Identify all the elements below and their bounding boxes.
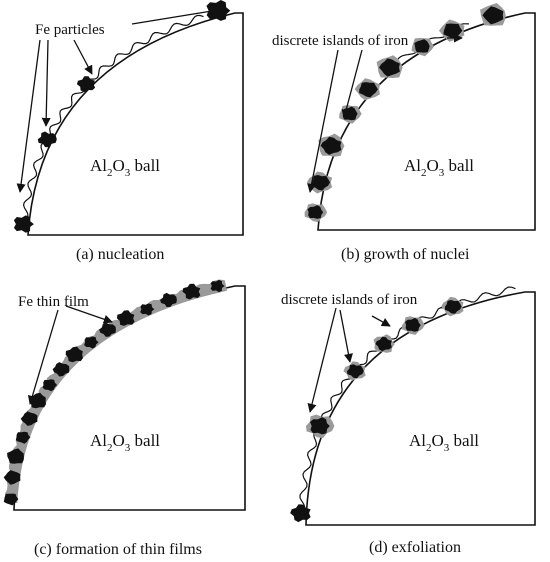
wavy-link-a (22, 14, 204, 222)
arrow-b1 (307, 49, 339, 193)
surface-marks (3, 0, 516, 523)
arrow-a4 (73, 39, 93, 75)
fe-particle-c15 (182, 283, 201, 300)
arrows (16, 6, 463, 413)
fe-particle-a3 (76, 76, 96, 93)
ball-label-b: Al2O3 ball (404, 156, 474, 179)
callout-a: Fe particles (35, 22, 105, 38)
callout-d: discrete islands of iron (281, 292, 418, 308)
arrow-d1 (307, 307, 337, 413)
fe-particle-c4 (15, 431, 31, 444)
caption-b: (b) growth of nuclei (341, 246, 470, 263)
fe-island-d3 (375, 336, 392, 352)
ball-outline-a (27, 12, 244, 236)
fe-island-d1 (310, 417, 330, 435)
fe-particle-c9 (65, 346, 83, 363)
callout-b: discrete islands of iron (272, 33, 409, 49)
panel-a (27, 12, 244, 236)
fe-island-d4 (405, 317, 421, 332)
fe-particle-c3 (7, 448, 24, 464)
fe-particle-c2 (3, 470, 21, 485)
fe-particle-a1 (13, 215, 34, 233)
fe-island-b6 (379, 58, 400, 77)
arrow-d2 (339, 309, 353, 363)
panel-d (305, 291, 536, 526)
fe-particle-c10 (84, 336, 99, 349)
fe-island-b3 (320, 136, 342, 155)
arrow-a3 (41, 39, 51, 127)
arrow-a1 (131, 6, 219, 25)
fe-island-d5 (445, 300, 462, 314)
arrow-a2 (16, 39, 41, 193)
fe-particle-c12 (116, 310, 135, 326)
fe-island-b5 (359, 82, 378, 98)
ball-outline-d (305, 291, 536, 526)
fe-particle-c13 (140, 303, 155, 316)
ball-label-d: Al2O3 ball (409, 431, 479, 454)
fe-particle-c7 (42, 379, 58, 392)
fe-island-b1 (307, 205, 324, 219)
fe-particle-d1 (290, 504, 311, 523)
fe-particle-c5 (20, 411, 38, 426)
fe-particle-a2 (37, 131, 57, 148)
fe-particle-c11 (99, 322, 116, 337)
ball-label-c: Al2O3 ball (90, 431, 160, 454)
caption-a: (a) nucleation (76, 246, 164, 263)
fe-particle-c16 (210, 279, 225, 293)
caption-d: (d) exfoliation (369, 539, 461, 556)
fe-thin-film-c (5, 279, 228, 503)
arrow-b2 (341, 49, 363, 119)
fe-island-b9 (482, 6, 504, 25)
fe-particle-a4 (206, 0, 231, 21)
fe-island-d2 (347, 364, 364, 379)
arrow-c2 (65, 305, 113, 324)
arrow-d3 (371, 315, 391, 327)
ball-label-a: Al2O3 ball (90, 156, 160, 179)
caption-c: (c) formation of thin films (34, 541, 202, 558)
fe-particle-c8 (52, 362, 70, 377)
fe-particle-c1 (3, 493, 19, 506)
callout-c: Fe thin film (18, 294, 89, 310)
fe-particle-c14 (160, 292, 177, 307)
arrow-c1 (27, 309, 59, 405)
fe-island-b7 (414, 39, 430, 53)
